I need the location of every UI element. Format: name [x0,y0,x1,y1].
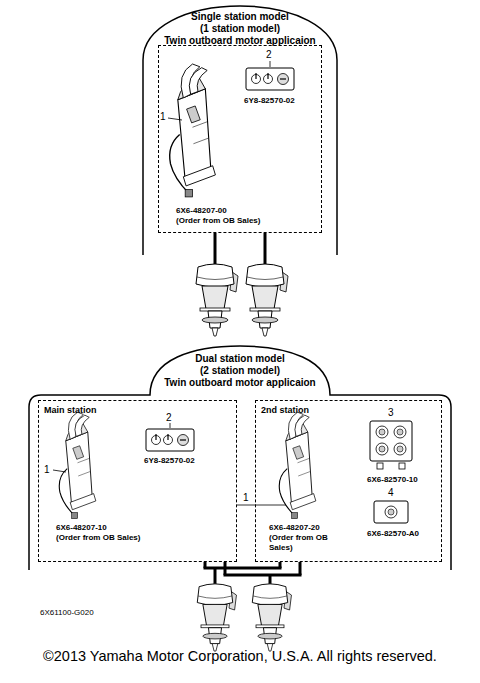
part-number: 6X6-48207-20 (Order from OB Sales) [269,523,339,553]
station-heading: Main station [44,405,134,416]
wrap-spacer [236,206,266,216]
illustration-part [255,505,286,506]
part-number: 6Y8-82570-02 [244,96,319,106]
leader-connector [237,505,255,506]
illustration-part [53,470,66,472]
illustration-part [170,423,171,428]
part-number: 6X6-48207-10 (Order from OB Sales) [56,523,146,543]
part-number: 6X6-82570-10 [367,475,441,485]
illustration-part [59,412,96,518]
illustration-part [214,233,217,264]
wrap-spacer [288,353,321,377]
arch-outline-path [29,346,451,570]
model-arch: Dual station model (2 station model) Twi… [28,345,452,570]
callout-number: 1 [44,465,50,475]
model-heading: Dual station model (2 station model) Twi… [160,353,320,389]
illustration-part [370,421,412,469]
part-number: 6X6-82570-A0 [367,529,441,539]
illustration-part [279,412,316,518]
illustration-part [197,584,236,651]
illustration-part [196,264,238,336]
illustration-part [269,575,272,584]
callout-number: 2 [166,413,172,423]
dual-station-art [53,412,412,651]
illustration-part [246,264,288,336]
station-box: 2nd station 6X6-82570-10 6X6-48207-20 (Ord… [255,400,442,562]
illustration-part [299,562,302,575]
part-number: 6Y8-82570-02 [144,456,224,466]
arch-outline-path [143,6,337,255]
station-box: Main station 6Y8-82570-02 6X6-48207-10 (Or… [38,400,237,562]
wrap-spacer [292,11,321,35]
illustration-part [146,429,194,451]
illustration-part [264,233,267,264]
callout-number: 1 [160,112,166,122]
wrap-spacer [160,11,189,35]
illustration-part [246,68,294,90]
illustration-part [214,568,217,584]
illustration-part [224,574,302,577]
illustration-part [374,501,408,523]
part-number: 6X6-48207-00 (Order from OB Sales) [176,206,266,226]
callout-number: 1 [243,493,249,503]
model-heading: Single station model (1 station model) T… [160,11,320,47]
wrap-spacer [116,523,146,533]
illustration-part [270,61,271,67]
callout-number: 3 [388,408,394,418]
copyright-note: ©2013 Yamaha Motor Corporation, U.S.A. A… [0,648,480,665]
station-heading: 2nd station [261,405,351,416]
station-box: 6Y8-82570-02 6X6-48207-00 (Order from OB … [158,45,322,233]
model-arch: Single station model (1 station model) T… [142,5,338,255]
callout-number: 4 [388,488,394,498]
figure-code: 6X61100-G020 [40,608,94,618]
callout-number: 2 [266,50,272,60]
illustration-part [168,118,182,120]
wrap-spacer [329,523,339,533]
wrap-spacer [160,353,193,377]
illustration-part [252,584,291,651]
illustration-part [170,64,216,197]
